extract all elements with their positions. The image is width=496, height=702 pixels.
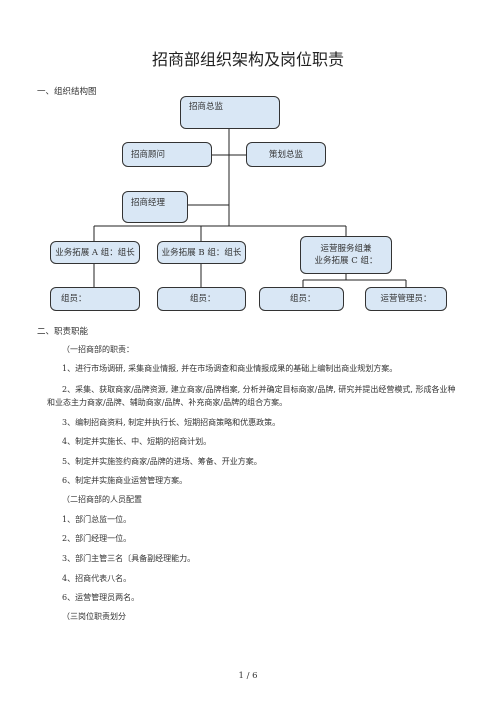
- page-number: 1 / 6: [238, 671, 258, 681]
- paragraph-duty-2: 2、采集、获取商家/品牌资源, 建立商家/品牌档案, 分析并确定目标商家/品牌,…: [47, 385, 456, 407]
- paragraph-duty-4: 4、制定并实施长、中、短期的招商计划。: [62, 437, 212, 446]
- paragraph-duty-1: 1、进行市场调研, 采集商业情报, 并在市场调查和商业情报成果的基础上编制出商业…: [62, 364, 398, 373]
- page-title: 招商部组织架构及岗位职责: [151, 50, 344, 69]
- subheading-duties: （一招商部的职责：: [62, 345, 134, 354]
- org-box-member-c: 组员：: [259, 287, 344, 311]
- org-box-ops-manager: 运营管理员：: [365, 287, 447, 311]
- org-box-director: 招商总监: [180, 96, 280, 129]
- org-box-ops-line1: 运营服务组兼: [320, 244, 372, 254]
- org-box-team-a-leader: 业务拓展 A 组：组长: [50, 241, 140, 264]
- org-box-member-b: 组员：: [157, 287, 246, 311]
- org-box-advisor: 招商顾问: [122, 142, 212, 167]
- org-box-team-b-leader: 业务拓展 B 组：组长: [157, 241, 246, 264]
- subheading-role-division: （三岗位职责划分: [62, 612, 126, 621]
- org-chart-connectors: [93, 129, 407, 287]
- section-heading-org-chart: 一、组织结构图: [37, 87, 97, 97]
- org-box-ops-line2: 业务拓展 C 组：: [314, 256, 378, 266]
- paragraph-staff-2: 2、部门经理一位。: [62, 534, 132, 543]
- paragraph-duty-5: 5、制定并实施签约商家/品牌的进场、筹备、开业方案。: [62, 457, 262, 466]
- section-heading-duties: 二、职责职能: [37, 327, 89, 337]
- org-box-member-a: 组员：: [50, 287, 140, 311]
- org-box-ops-team: 运营服务组兼 业务拓展 C 组：: [300, 236, 392, 274]
- subheading-staffing: （二招商部的人员配置: [62, 495, 142, 504]
- paragraph-duty-3: 3、编制招商资料, 制定并执行长、短期招商策略和优惠政策。: [62, 418, 281, 427]
- paragraph-staff-3: 3、部门主管三名〔具备副经理能力。: [62, 554, 196, 563]
- org-box-manager: 招商经理: [122, 191, 188, 223]
- paragraph-staff-6: 6、运营管理员两名。: [62, 593, 140, 602]
- paragraph-duty-6: 6、制定并实施商业运营管理方案。: [62, 476, 188, 485]
- paragraph-staff-1: 1、部门总监一位。: [62, 515, 132, 524]
- org-box-planning-director: 策划总监: [246, 142, 326, 167]
- paragraph-staff-4: 4、招商代表八名。: [62, 574, 132, 583]
